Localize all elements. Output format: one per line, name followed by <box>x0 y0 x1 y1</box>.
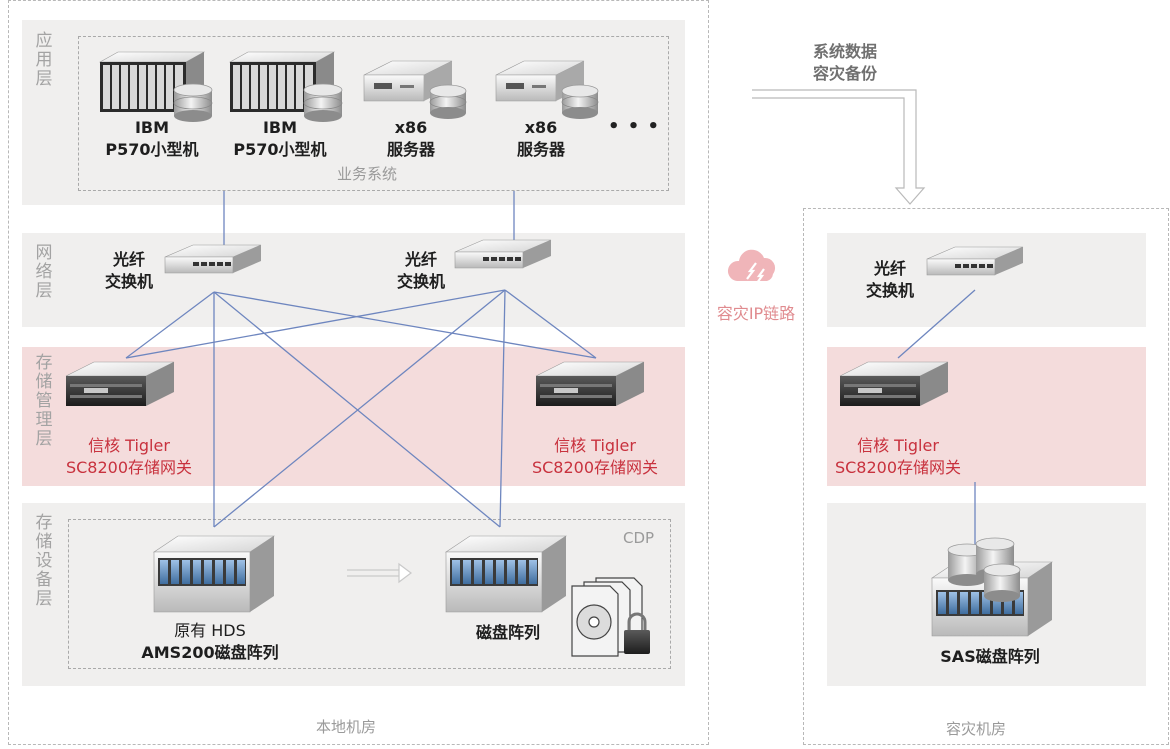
layer-label-storage-mgmt: 存储管理层 <box>35 353 53 449</box>
business-system-group <box>78 36 669 191</box>
dr-ip-link-cloud-icon <box>727 249 776 284</box>
link-line <box>213 291 501 528</box>
replication-arrow-icon <box>347 562 412 584</box>
dr-ip-link-label: 容灾IP链路 <box>716 304 796 323</box>
storage-gateway-icon <box>65 361 175 406</box>
link-line <box>213 291 597 359</box>
dr-storage-gateway-icon <box>839 361 949 406</box>
disk-array-label: 磁盘阵列 <box>475 623 540 642</box>
x86-server-icon <box>363 60 467 119</box>
switch-label-1: 光纤交换机 <box>104 250 153 291</box>
dr-room <box>803 208 1169 745</box>
storage-gateway-icon <box>535 361 645 406</box>
more-devices-ellipsis: • • • <box>608 116 661 137</box>
network-layer-band <box>22 233 685 327</box>
switch-label-2: 光纤交换机 <box>396 250 445 291</box>
layer-label-network: 网络层 <box>35 243 53 301</box>
link-line <box>125 291 215 359</box>
sas-array-label: SAS磁盘阵列 <box>940 647 1040 666</box>
layer-label-storage-dev: 存储设备层 <box>35 513 53 609</box>
local-room <box>8 0 709 745</box>
link-line <box>897 289 976 359</box>
local-room-label: 本地机房 <box>316 718 377 736</box>
cdp-backup-lock-icon <box>571 577 650 657</box>
cdp-label: CDP <box>623 529 655 547</box>
dr-room-label: 容灾机房 <box>946 720 1007 738</box>
disk-array-icon <box>445 535 567 613</box>
link-line <box>504 289 597 359</box>
link-line <box>213 289 506 528</box>
fiber-switch-icon <box>164 244 262 274</box>
business-system-label: 业务系统 <box>337 165 398 183</box>
link-line <box>499 289 506 528</box>
x86-server-icon <box>495 60 599 119</box>
layer-label-app: 应用层 <box>35 31 53 89</box>
sas-disk-array-icon <box>931 537 1053 637</box>
fiber-switch-icon <box>454 239 552 269</box>
cdp-group <box>68 519 671 669</box>
dr-backup-label: 系统数据容灾备份 <box>812 42 877 83</box>
ibm-server-icon <box>228 51 343 122</box>
link-line <box>125 289 506 359</box>
ibm-server-icon <box>98 51 213 122</box>
hds-disk-array-icon <box>153 535 275 613</box>
dr-switch-label: 光纤交换机 <box>865 259 914 300</box>
dr-backup-arrow-icon <box>752 89 926 205</box>
dr-fiber-switch-icon <box>926 246 1024 276</box>
